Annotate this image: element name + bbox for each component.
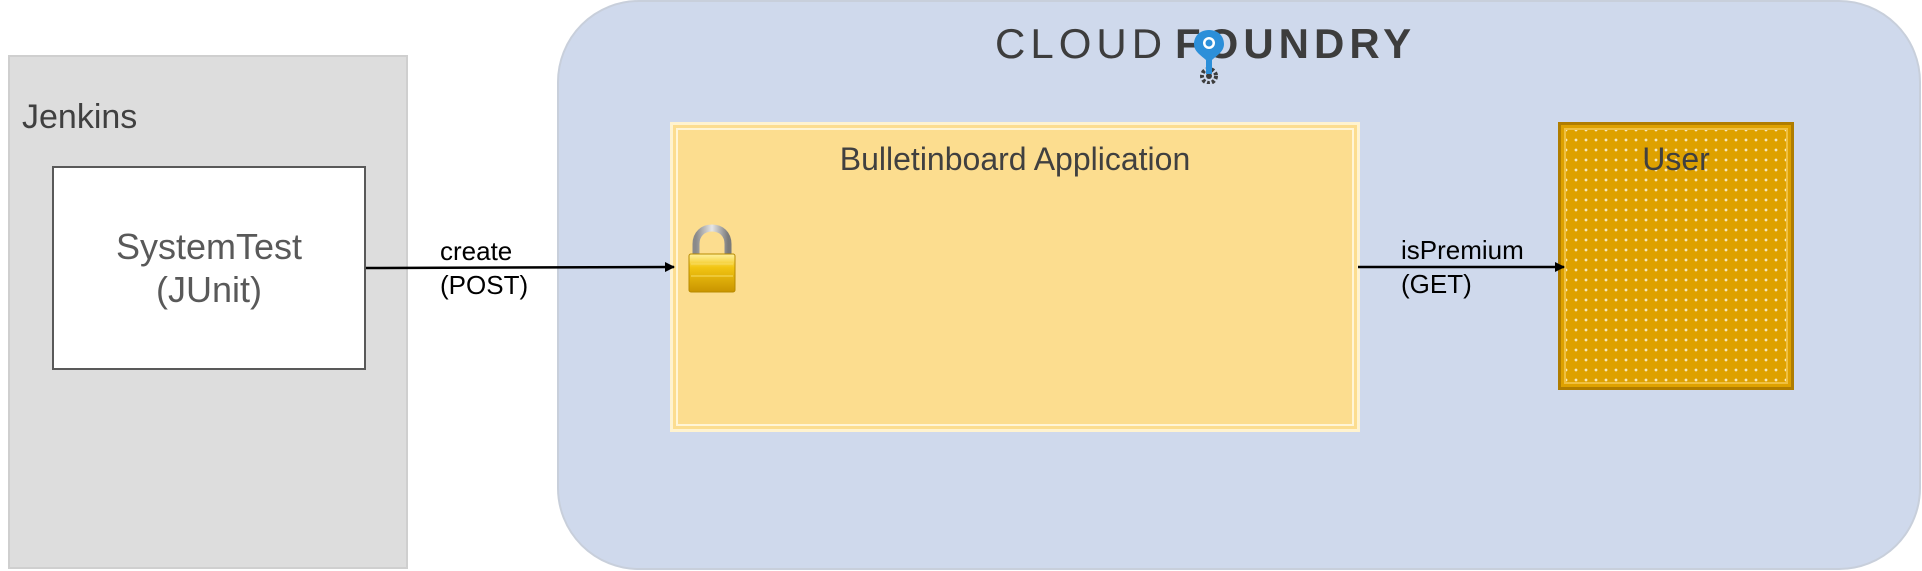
create-edge-label-line2: (POST)	[440, 270, 529, 300]
bulletinboard-app-inner-border	[676, 128, 1354, 426]
user-title: User	[1642, 141, 1710, 177]
ispremium-edge-label-line2: (GET)	[1401, 269, 1472, 299]
systemtest-node: SystemTest (JUnit)	[52, 166, 366, 370]
jenkins-title: Jenkins	[22, 98, 138, 136]
padlock-icon	[688, 224, 736, 293]
bulletinboard-app-node	[670, 122, 1360, 432]
systemtest-sublabel: (JUnit)	[156, 269, 262, 310]
bulletinboard-app-title: Bulletinboard Application	[839, 141, 1191, 177]
create-edge-label-line1: create	[440, 236, 513, 266]
cloudfoundry-pin-icon	[1194, 30, 1224, 84]
create-edge-label: create (POST)	[440, 234, 528, 302]
systemtest-label: SystemTest	[115, 225, 303, 267]
ispremium-edge-label: isPremium (GET)	[1401, 233, 1524, 301]
cloudfoundry-logo-cloud: CLOUD	[995, 20, 1168, 67]
create-edge-line	[365, 262, 675, 273]
ispremium-edge-label-line1: isPremium	[1401, 235, 1524, 265]
user-node	[1558, 122, 1794, 390]
